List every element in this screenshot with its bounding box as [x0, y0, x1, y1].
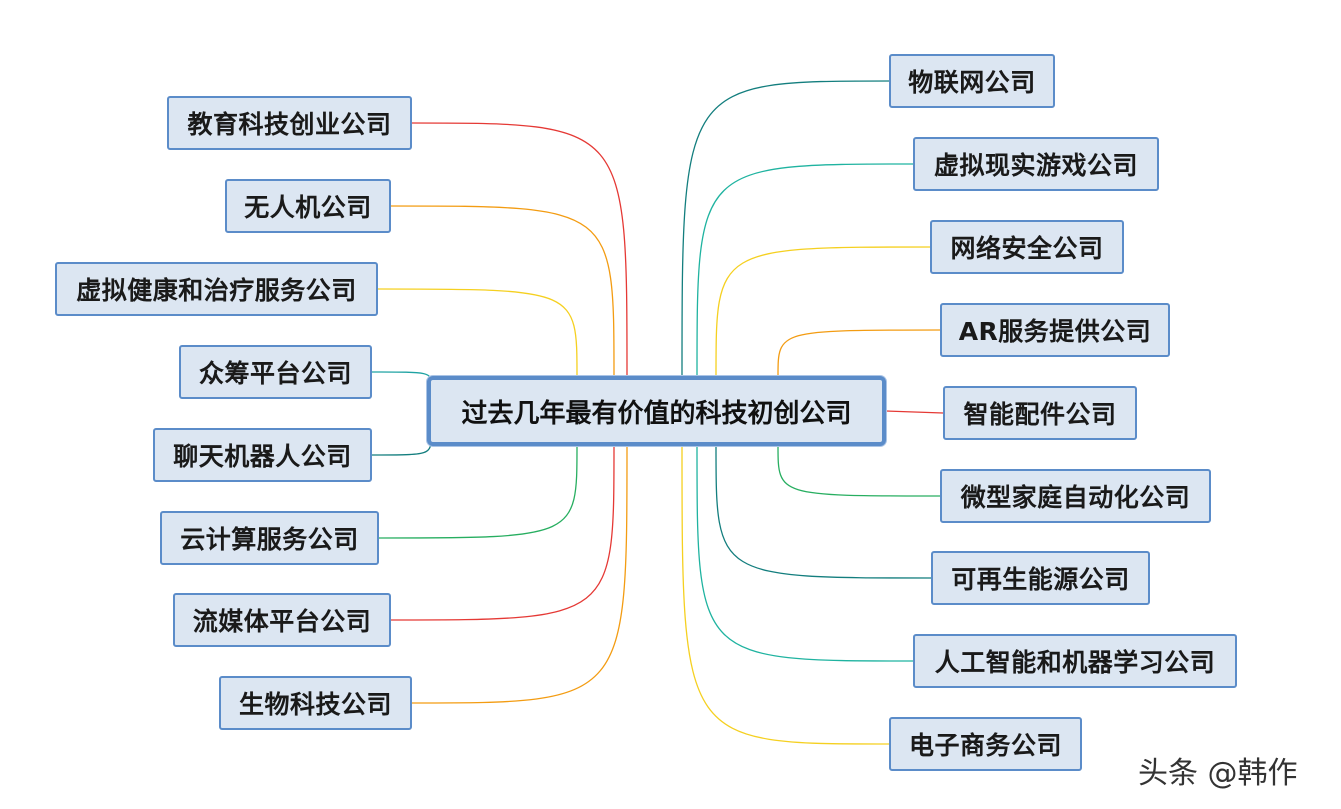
left-branch-node-4[interactable]: 众筹平台公司 — [179, 345, 372, 399]
left-branch-connector-6 — [378, 445, 578, 539]
left-branch-node-6[interactable]: 云计算服务公司 — [160, 511, 379, 565]
central-topic[interactable]: 过去几年最有价值的科技初创公司 — [427, 376, 886, 446]
right-branch-connector-6 — [777, 445, 941, 497]
watermark: 头条 @韩作 — [1138, 756, 1298, 791]
right-branch-node-4[interactable]: AR服务提供公司 — [940, 303, 1170, 357]
right-branch-connector-1 — [681, 80, 890, 377]
right-branch-node-3[interactable]: 网络安全公司 — [930, 220, 1124, 274]
left-branch-connector-4 — [371, 371, 432, 386]
left-branch-node-1[interactable]: 教育科技创业公司 — [167, 96, 412, 150]
left-branch-connector-1 — [411, 122, 628, 377]
right-branch-connector-3 — [715, 246, 931, 377]
right-branch-connector-5 — [885, 410, 944, 414]
left-branch-connector-2 — [390, 205, 615, 377]
left-branch-node-5[interactable]: 聊天机器人公司 — [153, 428, 372, 482]
right-branch-connector-8 — [696, 445, 914, 662]
left-branch-node-8[interactable]: 生物科技公司 — [219, 676, 412, 730]
left-branch-node-2[interactable]: 无人机公司 — [225, 179, 391, 233]
right-branch-node-5[interactable]: 智能配件公司 — [943, 386, 1137, 440]
right-branch-node-6[interactable]: 微型家庭自动化公司 — [940, 469, 1211, 523]
right-branch-connector-7 — [715, 445, 932, 579]
right-branch-node-9[interactable]: 电子商务公司 — [889, 717, 1082, 771]
left-branch-connector-7 — [390, 445, 615, 621]
left-branch-node-3[interactable]: 虚拟健康和治疗服务公司 — [55, 262, 378, 316]
right-branch-node-7[interactable]: 可再生能源公司 — [931, 551, 1150, 605]
right-branch-connector-9 — [681, 445, 890, 745]
right-branch-node-8[interactable]: 人工智能和机器学习公司 — [913, 634, 1237, 688]
right-branch-connector-2 — [696, 163, 914, 377]
right-branch-node-2[interactable]: 虚拟现实游戏公司 — [913, 137, 1159, 191]
left-branch-connector-5 — [371, 435, 432, 456]
right-branch-connector-4 — [777, 329, 941, 377]
left-branch-node-7[interactable]: 流媒体平台公司 — [173, 593, 391, 647]
left-branch-connector-8 — [411, 445, 628, 704]
left-branch-connector-3 — [377, 288, 578, 377]
right-branch-node-1[interactable]: 物联网公司 — [889, 54, 1055, 108]
